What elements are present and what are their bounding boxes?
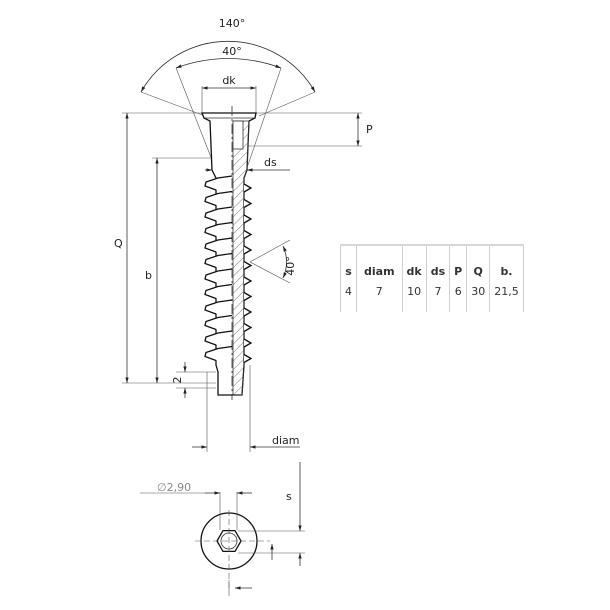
q-label: Q [114,237,123,250]
b-label: b [145,269,152,282]
value-diam: 7 [356,280,403,312]
thread-tooth-left [204,175,233,191]
dk-label: dk [222,74,236,87]
header-p: P [449,245,468,280]
ds-label: ds [264,156,277,169]
screw-threads [204,175,253,364]
thread-tooth-left [204,314,233,331]
thread-tooth-left [204,283,233,300]
table-row: 4 7 10 7 6 30 21,5 [340,280,524,312]
value-b: 21,5 [489,280,524,312]
thread-tooth-right [243,291,253,302]
angle-40-dimension [175,58,282,166]
angle-140-dimension [140,40,316,117]
header-q: Q [466,245,491,280]
thread-tooth-left [204,330,233,346]
value-q: 30 [466,280,491,312]
thread-tooth-left [204,206,233,222]
table-header-row: s diam dk ds P Q b. [340,245,524,280]
thread-tooth-right [243,307,253,317]
tip-length-label: 2 [171,377,184,384]
thread-tooth-right [243,322,253,333]
screw-top-view [195,510,270,590]
value-dk: 10 [401,280,427,312]
thread-tooth-right [243,260,253,271]
thread-angle-label: 40° [284,256,297,276]
header-s: s [340,245,357,280]
thread-tooth-right [243,245,253,255]
thread-tooth-right [243,353,253,364]
value-p: 6 [449,280,468,312]
thread-tooth-right [243,183,253,193]
header-dk: dk [401,245,427,280]
angle-inner-label: 40° [222,45,242,58]
thread-tooth-right [243,214,253,224]
thread-tooth-left [204,190,233,207]
diam-label: diam [272,434,300,447]
thread-tooth-left [204,252,233,269]
thread-tooth-right [243,229,253,240]
thread-tooth-left [204,299,233,315]
header-diam: diam [356,245,403,280]
value-s: 4 [340,280,357,312]
thread-tooth-left [204,345,233,362]
value-ds: 7 [425,280,451,312]
thread-tooth-left [204,237,233,253]
angle-outer-label: 140° [219,17,246,30]
thread-tooth-right [243,338,253,348]
p-label: P [366,123,373,136]
thread-tooth-right [243,276,253,286]
thread-tooth-right [243,198,253,209]
header-b: b. [489,245,524,280]
thread-tooth-left [204,268,233,284]
header-ds: ds [425,245,451,280]
s-label: s [286,490,292,503]
dimensions-table: s diam dk ds P Q b. 4 7 10 7 6 30 21,5 [340,244,524,312]
thread-tooth-left [204,221,233,238]
drive-diameter-label: ∅2,90 [157,481,191,494]
